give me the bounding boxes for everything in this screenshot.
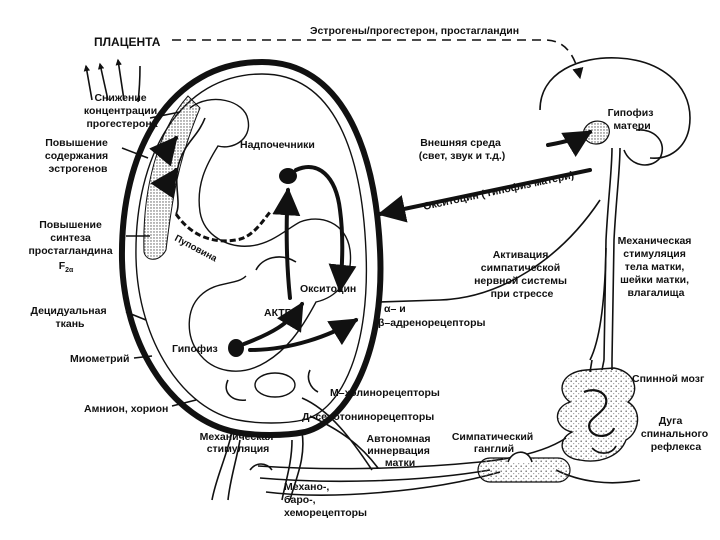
reflex-arc-label: Дуга спинального рефлекса [641,415,711,453]
fetal-pituitary-label: Гипофиз [172,343,218,355]
autonomic-innervation-label: Автономная иннервация матки [367,433,434,469]
maternal-brain [540,58,690,360]
umbilical-cord [176,212,270,241]
placenta-label: ПЛАЦЕНТА [94,35,161,49]
progesterone-decrease-label: Снижение концентрации прогестерона [84,92,160,130]
sympathetic-ganglion-label: Симпатический ганглий [452,431,536,455]
fetal-pituitary [228,339,244,357]
maternal-mechanical-label: Механическая стимуляция тела матки, шейк… [618,235,695,299]
adrenals-label: Надпочечники [240,139,315,151]
adrenoreceptors-label: α– и β–адренорецепторы [378,303,485,329]
decidual-label: Децидуальная ткань [30,305,109,330]
amnion-label: Амнион, хорион [84,403,168,415]
mechanoreceptors-label: Механо-, баро-, хеморецепторы [284,481,367,519]
actg-label: АКТГ [264,307,291,319]
cholinoreceptors-label: М–холинорецепторы [330,387,440,399]
estrogen-increase-label: Повышение содержания эстрогенов [45,137,111,175]
sympathetic-activation-label: Активация симпатической нервной системы … [474,249,570,300]
spinal-cord-label: Спинной мозг [632,373,705,385]
maternal-pituitary-label: Гипофиз матери [608,107,657,132]
external-environment-label: Внешняя среда (свет, звук и т.д.) [419,137,506,162]
estrogen-feedback-arrow [172,40,580,78]
umbilical-label: Пуповина [173,233,220,265]
serotoninreceptors-label: Д–серотонинорецепторы [302,411,434,423]
estrogen-progesterone-label: Эстрогены/прогестерон, простагландин [310,25,519,37]
maternal-oxytocin-label: Окситоцин ( гипофиз матери) [422,169,575,213]
fetal-oxytocin-label: Окситоцин [300,283,356,295]
myometrium-label: Миометрий [70,353,129,365]
prostaglandin-increase-label: Повышение синтеза простагландина F2α [28,219,115,274]
mechanical-stimulation-label: Механическая стимуляция [200,431,277,455]
